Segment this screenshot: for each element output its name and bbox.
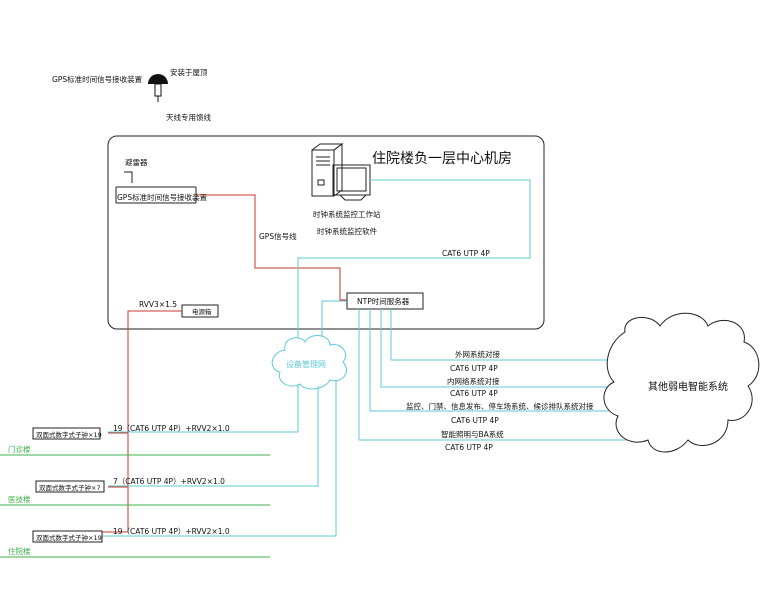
ntp-to-network (321, 300, 347, 345)
workstation-link (297, 179, 531, 345)
antenna-icon (148, 74, 168, 102)
arrester-icon (124, 171, 133, 183)
machine-room-title: 住院楼负一层中心机房 (372, 151, 512, 167)
software-label: 时钟系统监控软件 (317, 226, 377, 236)
connection-cable-1: CAT6 UTP 4P (450, 364, 498, 373)
ntp-server-label: NTP时间服务器 (357, 296, 410, 306)
machine-room-box (107, 135, 545, 330)
connection-line-2 (380, 309, 612, 388)
connection-cable-4: CAT6 UTP 4P (445, 443, 493, 452)
connection-line-1 (390, 309, 612, 361)
floor-name-3: 住院楼 (8, 546, 31, 556)
connection-label-3: 监控、门禁、信息发布、停车场系统、候诊排队系统对接 (406, 401, 594, 411)
connection-label-1: 外网系统对接 (455, 349, 500, 359)
floor-name-1: 门诊楼 (8, 444, 31, 454)
device-network-label: 设备管理网 (286, 359, 326, 369)
power-cable-label: RVV3×1.5 (139, 300, 177, 309)
gps-receiver-label: GPS标准时间信号接收装置 (117, 192, 208, 202)
clock-box-3 (32, 530, 103, 543)
clock-box-2 (35, 480, 105, 493)
other-systems-cloud (603, 312, 760, 453)
clock-label-2: 双面式数字式子钟×7 (39, 483, 101, 492)
gps-antenna-label: GPS标准时间信号接收装置 (52, 74, 143, 84)
cable-note: 天线专用馈线 (166, 112, 211, 122)
connection-line-4 (358, 309, 640, 441)
floor-cable-2: 7（CAT6 UTP 4P）+RVV2×1.0 (113, 477, 225, 486)
install-note: 安装于屋顶 (170, 67, 208, 77)
workstation-icon (311, 143, 371, 201)
clock-label-1: 双面式数字式子钟×19 (36, 430, 102, 439)
floor-link-3 (102, 380, 337, 537)
gps-line-label: GPS信号线 (259, 231, 297, 241)
power-box-label: 电源箱 (192, 307, 212, 316)
connection-label-4: 智能照明与BA系统 (441, 429, 504, 439)
arrester-label: 避雷器 (125, 157, 148, 167)
floor-cable-1: 19（CAT6 UTP 4P）+RVV2×1.0 (113, 424, 230, 433)
device-network-cloud (271, 335, 347, 390)
connection-cable-3: CAT6 UTP 4P (451, 416, 499, 425)
connection-cable-2: CAT6 UTP 4P (450, 389, 498, 398)
floor-link-1 (108, 384, 299, 433)
workstation-label: 时钟系统监控工作站 (313, 209, 381, 219)
cat6-label-room: CAT6 UTP 4P (442, 249, 490, 258)
gps-antenna: GPS标准时间信号接收装置 安装于屋顶 天线专用馈线 (52, 67, 211, 122)
clock-label-3: 双面式数字式子钟×19 (36, 533, 102, 542)
floor-name-2: 医技楼 (8, 494, 31, 504)
clock-box-1 (32, 427, 101, 440)
floor-link-2 (108, 386, 319, 487)
floor-cable-3: 19（CAT6 UTP 4P）+RVV2×1.0 (113, 527, 230, 536)
power-cable-line (127, 310, 182, 532)
connection-line-3 (369, 309, 622, 412)
other-systems-label: 其他弱电智能系统 (648, 380, 728, 393)
connection-label-2: 内网络系统对接 (447, 376, 500, 386)
